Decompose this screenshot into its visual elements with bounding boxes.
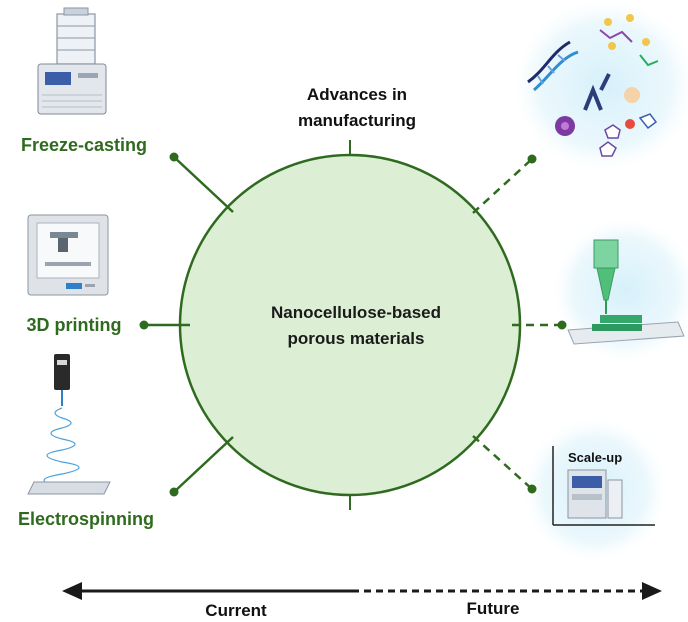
method-label-electrospinning: Electrospinning (18, 509, 154, 529)
3d-printer-icon (27, 214, 109, 296)
timeline-arrow (62, 582, 662, 600)
center-title-line2: porous materials (288, 329, 425, 348)
scale-up-chart-icon: Scale-up (552, 446, 655, 526)
left-connectors (139, 152, 234, 497)
top-label-line1: Advances in (307, 85, 407, 104)
freeze-dryer-icon (37, 7, 107, 115)
scaleup-label: Scale-up (568, 450, 622, 465)
center-title-line1: Nanocellulose-based (271, 303, 441, 322)
method-label-3d-printing: 3D printing (27, 315, 122, 335)
timeline-future-label: Future (467, 599, 520, 618)
center-circle (178, 153, 522, 497)
method-label-freeze-casting: Freeze-casting (21, 135, 147, 155)
top-label-line2: manufacturing (298, 111, 416, 130)
timeline-current-label: Current (205, 601, 267, 620)
printing-nozzle-icon (567, 239, 685, 345)
biomolecules-icon (527, 14, 659, 157)
right-connectors (472, 154, 567, 494)
electrospinning-icon (27, 354, 111, 495)
